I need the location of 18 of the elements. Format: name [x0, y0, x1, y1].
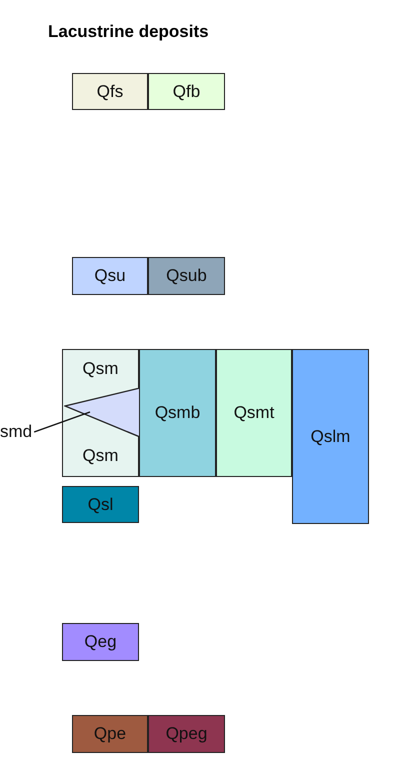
unit-box	[62, 349, 139, 477]
unit-box: Qslm	[292, 349, 369, 524]
triangle-shape	[64, 388, 140, 437]
unit-box: Qfb	[148, 73, 225, 110]
diagram-title: Lacustrine deposits	[48, 22, 209, 42]
unit-box: Qfs	[72, 73, 148, 110]
leader-line	[34, 411, 90, 433]
unit-box: Qeg	[62, 623, 139, 661]
unit-box: Qsl	[62, 486, 139, 523]
callout-label: smd	[0, 419, 32, 445]
unit-box: Qsmt	[216, 349, 292, 477]
unit-box: Qsu	[72, 257, 148, 295]
unit-box: Qpeg	[148, 715, 225, 753]
unit-box: Qpe	[72, 715, 148, 753]
unit-box: Qsmb	[139, 349, 216, 477]
unit-box: Qsub	[148, 257, 225, 295]
unit-label: Qsm	[82, 446, 120, 466]
unit-label: Qsm	[82, 359, 120, 379]
